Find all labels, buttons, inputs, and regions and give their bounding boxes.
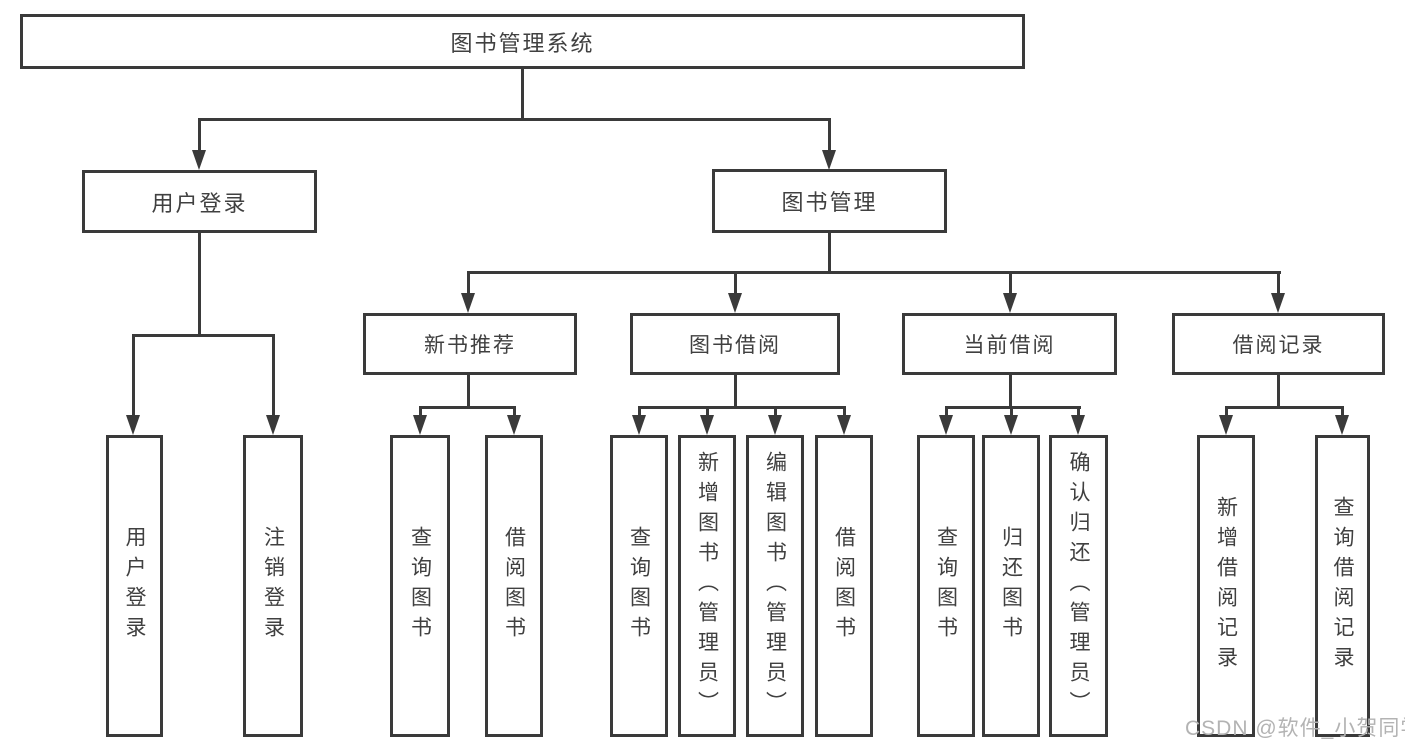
node-book-management: 图书管理 [712,169,947,233]
node-label: 图书借阅 [689,334,781,357]
connector-line [1010,406,1013,417]
connector-line [1277,271,1280,295]
leaf-label: 查询图书 [934,526,958,646]
connector-line [734,375,737,409]
connector-line [1009,375,1012,409]
leaf-label: 注销登录 [261,526,285,646]
leaf-return-books: 归还图书 [982,435,1040,737]
connector-line [467,271,1281,274]
node-label: 当前借阅 [963,334,1056,357]
connector-line [198,233,201,336]
leaf-label: 新增借阅记录 [1214,496,1238,676]
connector-line [132,334,275,337]
leaf-logout: 注销登录 [243,435,303,737]
connector-line [1225,406,1228,417]
node-label: 借阅记录 [1232,334,1325,357]
leaf-add-borrow-record: 新增借阅记录 [1197,435,1255,737]
arrowhead [632,415,646,435]
leaf-label: 用户登录 [123,526,146,646]
node-current-borrowing: 当前借阅 [902,313,1117,375]
connector-line [945,406,1081,409]
csdn-watermark: CSDN @软件_小贺同学 [1185,717,1405,740]
connector-line [774,406,777,417]
arrowhead [728,293,742,313]
leaf-query-books-borrowing: 查询图书 [610,435,668,737]
connector-line [638,406,641,417]
leaf-query-borrow-record: 查询借阅记录 [1315,435,1370,737]
connector-line [521,69,524,119]
connector-line [1077,406,1080,417]
arrowhead [126,415,140,435]
arrowhead [939,415,953,435]
connector-line [132,334,135,417]
arrowhead [1004,415,1018,435]
connector-line [734,271,737,295]
connector-line [706,406,709,417]
arrowhead [461,293,475,313]
node-label: 图书管理系统 [450,30,595,56]
arrowhead [700,415,714,435]
leaf-label: 新增图书（管理员） [695,451,719,721]
leaf-label: 查询图书 [627,526,651,646]
arrowhead [192,150,206,170]
arrowhead [1219,415,1233,435]
connector-line [467,271,470,295]
connector-line [419,406,422,417]
node-label: 新书推荐 [424,334,516,357]
connector-line [419,406,516,409]
node-label: 图书管理 [781,190,878,215]
arrowhead [822,150,836,170]
connector-line [1277,375,1280,409]
node-book-borrowing: 图书借阅 [630,313,840,375]
leaf-label: 借阅图书 [832,526,856,646]
connector-line [828,233,831,274]
arrowhead [1071,415,1085,435]
arrowhead [1335,415,1349,435]
connector-line [1225,406,1344,409]
leaf-label: 归还图书 [999,526,1023,646]
leaf-label: 查询借阅记录 [1331,496,1354,676]
node-borrowing-records: 借阅记录 [1172,313,1385,375]
leaf-label: 编辑图书（管理员） [763,451,787,721]
node-label: 用户登录 [151,190,248,216]
node-library-management-system: 图书管理系统 [20,14,1025,69]
leaf-query-books-recommend: 查询图书 [390,435,450,737]
leaf-add-books-admin: 新增图书（管理员） [678,435,736,737]
connector-line [828,118,831,152]
connector-line [843,406,846,417]
arrowhead [266,415,280,435]
connector-line [638,406,846,409]
connector-line [272,334,275,417]
node-user-login: 用户登录 [82,170,317,233]
arrowhead [1003,293,1017,313]
leaf-borrow-books: 借阅图书 [815,435,873,737]
connector-line [467,375,470,409]
connector-line [513,406,516,417]
arrowhead [507,415,521,435]
leaf-query-books-current: 查询图书 [917,435,975,737]
leaf-borrow-books-recommend: 借阅图书 [485,435,543,737]
leaf-label: 借阅图书 [502,526,526,646]
connector-line [198,118,831,121]
connector-line [198,118,201,152]
node-new-book-recommend: 新书推荐 [363,313,577,375]
arrowhead [837,415,851,435]
arrowhead [768,415,782,435]
leaf-user-login: 用户登录 [106,435,163,737]
connector-line [1341,406,1344,417]
leaf-edit-books-admin: 编辑图书（管理员） [746,435,804,737]
connector-line [1009,271,1012,295]
leaf-label: 确认归还（管理员） [1067,451,1090,721]
leaf-label: 查询图书 [408,526,432,646]
connector-line [945,406,948,417]
arrowhead [413,415,427,435]
arrowhead [1271,293,1285,313]
leaf-confirm-return-admin: 确认归还（管理员） [1049,435,1108,737]
